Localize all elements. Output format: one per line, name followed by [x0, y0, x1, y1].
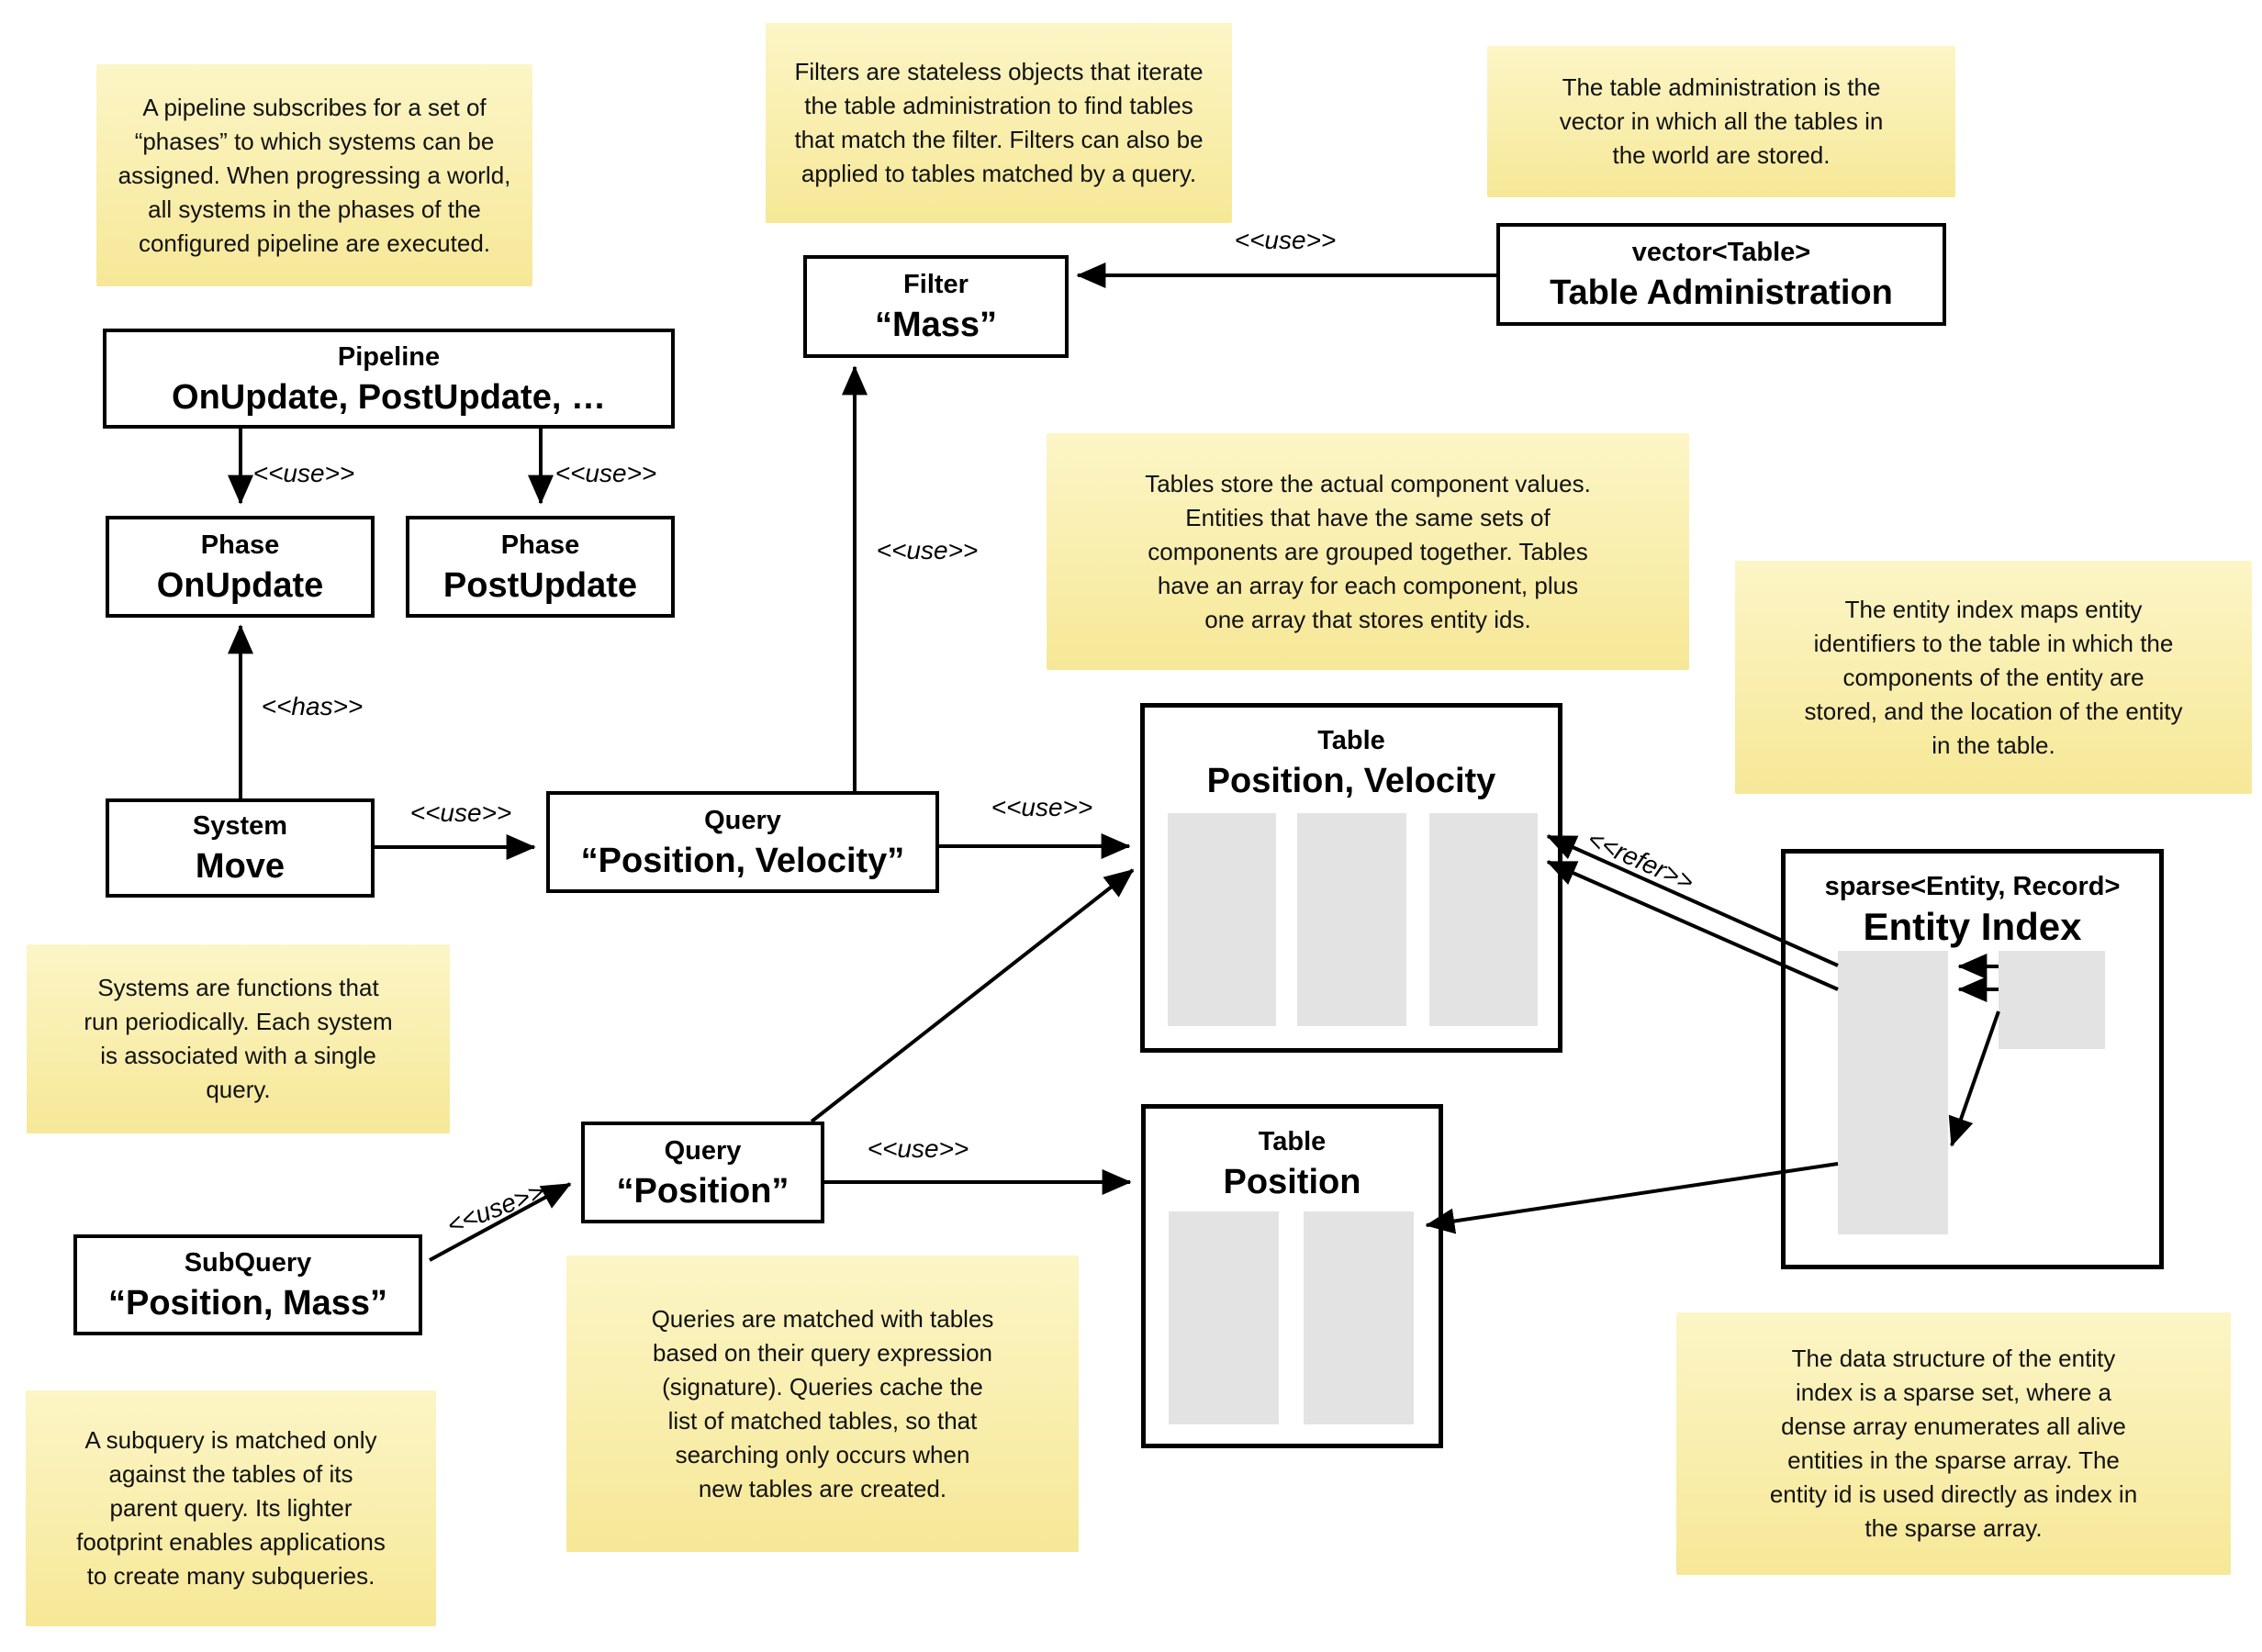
edge-label-use-query-filter: <<use>>: [876, 536, 979, 564]
arrow-entityindex-refer-tablepos: [1425, 1162, 1839, 1234]
dense-array: [1999, 951, 2105, 1049]
note-filters: Filters are stateless objects that itera…: [766, 23, 1232, 223]
entity-index-box-title: sparse<Entity, Record>: [1824, 872, 2121, 901]
edge-label-use-move-query: <<use>>: [409, 798, 512, 827]
sparse-array: [1838, 951, 1948, 1234]
query-position-box-title: Query: [664, 1135, 742, 1166]
phase-postupdate-box: Phase PostUpdate: [406, 516, 675, 618]
component-array-5: [1304, 1211, 1414, 1424]
system-move-box-title: System: [192, 811, 288, 841]
table-position-box-body: Position: [1223, 1163, 1361, 1201]
arrow-querypos-to-tablepv: [810, 868, 1135, 1123]
edge-label-use-pipeline-postupdate: <<use>>: [554, 459, 657, 487]
table-administration-box-body: Table Administration: [1550, 273, 1893, 312]
subquery-box-title: SubQuery: [184, 1248, 312, 1278]
query-position-velocity-box: Query “Position, Velocity”: [546, 791, 939, 893]
system-move-box: System Move: [106, 798, 375, 898]
pipeline-box: Pipeline OnUpdate, PostUpdate, …: [103, 329, 675, 429]
edge-label-refer-entityindex-tables: <<refer>>: [1583, 824, 1698, 897]
component-array-2: [1297, 813, 1406, 1026]
query-position-box: Query “Position”: [581, 1122, 824, 1223]
phase-postupdate-box-title: Phase: [500, 530, 580, 560]
table-administration-box-title: vector<Table>: [1631, 238, 1811, 267]
edge-label-use-query-tablepv: <<use>>: [991, 793, 1093, 821]
filter-mass-box-body: “Mass”: [874, 306, 998, 344]
note-table-administration: The table administration is the vector i…: [1487, 46, 1955, 197]
phase-postupdate-box-body: PostUpdate: [442, 565, 638, 605]
table-administration-box: vector<Table> Table Administration: [1496, 223, 1946, 326]
pipeline-box-body: OnUpdate, PostUpdate, …: [172, 377, 606, 417]
note-sparse-set-text: The data structure of the entity index i…: [1769, 1345, 2138, 1542]
edge-label-use-pipeline-onupdate: <<use>>: [252, 459, 355, 487]
subquery-box: SubQuery “Position, Mass”: [73, 1234, 422, 1335]
note-queries: Queries are matched with tables based on…: [566, 1256, 1079, 1552]
note-pipeline: A pipeline subscribes for a set of “phas…: [96, 64, 532, 286]
note-tables-text: Tables store the actual component values…: [1145, 469, 1591, 633]
table-position-box-title: Table: [1258, 1127, 1327, 1156]
note-systems-text: Systems are functions that run periodica…: [84, 974, 393, 1103]
edge-label-use-subquery-querypos: <<use>>: [442, 1177, 548, 1240]
phase-onupdate-box: Phase OnUpdate: [106, 516, 375, 618]
note-filters-text: Filters are stateless objects that itera…: [794, 58, 1204, 187]
note-entity-index: The entity index maps entity identifiers…: [1735, 561, 2252, 794]
subquery-box-body: “Position, Mass”: [107, 1284, 388, 1323]
note-subquery-text: A subquery is matched only against the t…: [76, 1426, 386, 1590]
query-position-velocity-box-body: “Position, Velocity”: [580, 841, 905, 880]
table-position-box: Table Position: [1141, 1104, 1443, 1448]
entity-index-box-body: Entity Index: [1863, 905, 2082, 948]
component-array-1: [1168, 813, 1276, 1026]
table-position-velocity-box-title: Table: [1317, 726, 1385, 755]
table-position-velocity-box-body: Position, Velocity: [1206, 762, 1496, 800]
component-array-4: [1169, 1211, 1279, 1424]
component-array-3: [1429, 813, 1538, 1026]
filter-mass-box-title: Filter: [903, 270, 969, 299]
note-tables: Tables store the actual component values…: [1047, 433, 1689, 670]
note-pipeline-text: A pipeline subscribes for a set of “phas…: [118, 93, 511, 257]
note-table-administration-text: The table administration is the vector i…: [1559, 73, 1884, 169]
note-entity-index-text: The entity index maps entity identifiers…: [1804, 595, 2183, 759]
phase-onupdate-box-body: OnUpdate: [156, 565, 324, 605]
edge-label-use-tableadmin-filter: <<use>>: [1234, 226, 1337, 254]
note-subquery: A subquery is matched only against the t…: [26, 1390, 436, 1626]
note-sparse-set: The data structure of the entity index i…: [1676, 1312, 2231, 1575]
edge-label-use-querypos-tablepos: <<use>>: [867, 1134, 969, 1163]
query-position-velocity-box-title: Query: [704, 805, 781, 835]
note-systems: Systems are functions that run periodica…: [27, 944, 450, 1133]
system-move-box-body: Move: [195, 847, 286, 886]
phase-onupdate-box-title: Phase: [200, 530, 280, 560]
entity-index-box: sparse<Entity, Record> Entity Index: [1781, 849, 2164, 1269]
edge-label-has-move-onupdate: <<has>>: [261, 692, 364, 720]
note-queries-text: Queries are matched with tables based on…: [651, 1304, 994, 1502]
table-position-velocity-box: Table Position, Velocity: [1140, 703, 1562, 1053]
filter-mass-box: Filter “Mass”: [803, 255, 1069, 358]
query-position-box-body: “Position”: [616, 1171, 789, 1211]
pipeline-box-title: Pipeline: [337, 341, 441, 372]
